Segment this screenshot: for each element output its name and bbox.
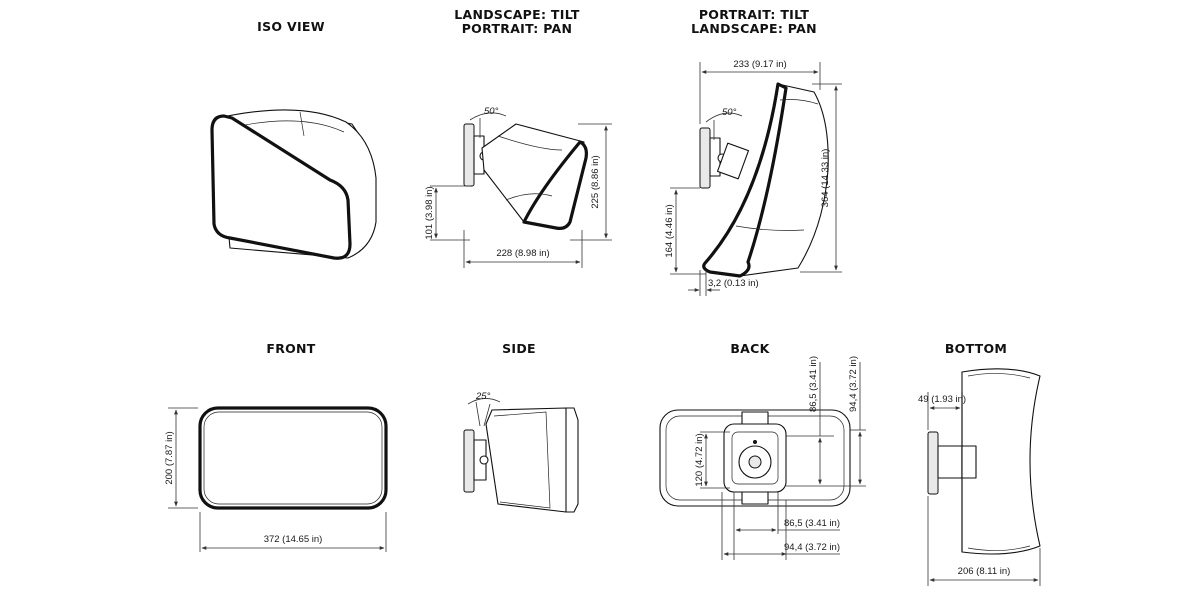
tilt-grille [522,140,588,230]
tilt-wall-plate [463,123,475,187]
back-h-inner: 86,5 (3.41 in) [784,518,840,529]
pan-angle-label: 50° [722,107,737,118]
back-bottom-tab [741,491,769,505]
pan-title-line1: PORTRAIT: TILT [699,7,809,22]
bottom-mount-depth: 49 (1.93 in) [918,394,966,405]
tilt-depth: 228 (8.98 in) [496,248,549,259]
iso-speaker-drawing [210,109,377,260]
tilt-view: LANDSCAPE: TILT PORTRAIT: PAN 50° 225 (8… [424,7,612,268]
side-body [485,407,575,513]
back-title: BACK [730,341,770,356]
iso-front-grille [210,114,352,260]
pan-clamp [716,142,750,180]
pan-height-mount: 164 (4.46 in) [664,204,675,257]
back-v-inner: 86,5 (3.41 in) [808,356,819,412]
bottom-body [961,368,1041,555]
back-bracket-height: 120 (4.72 in) [694,433,705,486]
side-speaker-drawing [463,407,579,513]
back-view: BACK 120 (4.72 in) 86,5 (3.41 in) 94,4 (… [659,341,866,560]
side-title: SIDE [502,341,536,356]
side-angle-arc [467,398,501,405]
pan-title-line2: LANDSCAPE: PAN [691,21,817,36]
side-angle-label: 25° [475,391,491,402]
tilt-angle-label: 50° [484,106,499,117]
side-view: SIDE 25° [463,341,579,513]
pan-speaker-drawing [699,82,829,278]
back-h-outer: 94,4 (3.72 in) [784,542,840,553]
pan-width-top: 233 (9.17 in) [733,59,786,70]
bottom-wall-plate [927,431,939,495]
front-width: 372 (14.65 in) [264,534,323,545]
iso-view-title: ISO VIEW [257,19,325,34]
side-grille [565,407,579,513]
pan-offset: 3,2 (0.13 in) [708,278,759,289]
side-wall-plate [463,429,475,493]
pan-view: PORTRAIT: TILT LANDSCAPE: PAN 50° 233 (9… [664,7,842,296]
pan-angle-arc [705,112,743,123]
bottom-bracket [937,445,963,479]
pan-height-total: 364 (14.33 in) [820,149,831,208]
tilt-title-line1: LANDSCAPE: TILT [454,7,580,22]
front-title: FRONT [266,341,315,356]
tilt-speaker-drawing [463,123,588,230]
back-v-outer: 94,4 (3.72 in) [848,356,859,412]
tilt-height-mount: 101 (3.98 in) [424,186,435,239]
bottom-view: BOTTOM 49 (1.93 in) 206 (8.11 in) [918,341,1041,586]
tilt-height-total: 225 (8.86 in) [590,155,601,208]
bottom-title: BOTTOM [945,341,1007,356]
back-top-tab [741,411,769,425]
front-height: 200 (7.87 in) [164,431,175,484]
back-speaker-drawing [659,409,851,507]
tilt-title-line2: PORTRAIT: PAN [462,21,573,36]
bottom-width: 206 (8.11 in) [958,566,1011,577]
iso-view: ISO VIEW [210,19,377,260]
front-speaker-outline [198,406,388,510]
side-pivot [479,455,489,465]
pan-wall-plate [699,127,711,189]
front-view: FRONT 200 (7.87 in) 372 (14.65 in) [164,341,388,552]
bottom-speaker-drawing [927,368,1041,555]
tilt-angle-arc [469,112,507,121]
pan-grille [702,82,788,278]
